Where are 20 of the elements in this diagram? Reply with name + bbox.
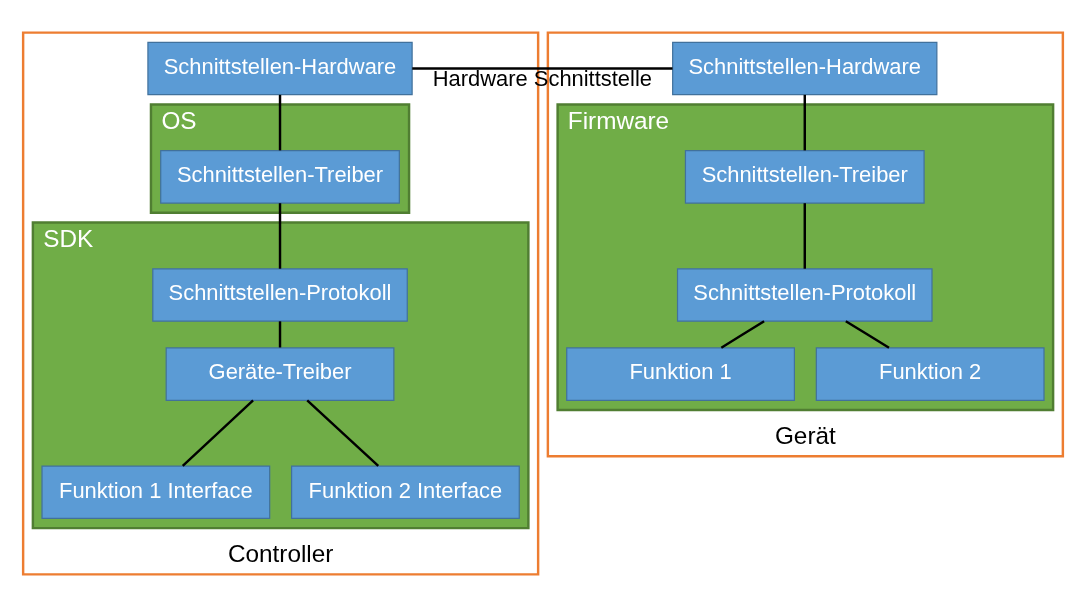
node-box: Funktion 1 Interface: [41, 464, 271, 519]
node-box: Schnittstellen-Hardware: [147, 41, 413, 95]
node-box: Schnittstellen-Treiber: [160, 149, 400, 204]
connector: [803, 202, 806, 269]
node-box: Schnittstellen-Treiber: [684, 149, 925, 204]
connector: [306, 399, 380, 467]
connector: [278, 94, 282, 150]
node-box: Funktion 2 Interface: [290, 464, 520, 519]
connector: [720, 319, 765, 349]
node-box: Funktion 1: [566, 346, 795, 401]
connector: [278, 202, 282, 269]
node-box: Funktion 2: [815, 346, 1045, 401]
connector: [278, 320, 282, 347]
node-box: Geräte-Treiber: [165, 346, 395, 401]
node-box: Schnittstellen-Hardware: [672, 41, 938, 95]
node-box: Schnittstellen-Protokoll: [152, 267, 408, 322]
connector: [181, 399, 254, 467]
node-box: Schnittstellen-Protokoll: [676, 267, 933, 322]
connector: [803, 94, 806, 150]
connector: [845, 319, 890, 349]
